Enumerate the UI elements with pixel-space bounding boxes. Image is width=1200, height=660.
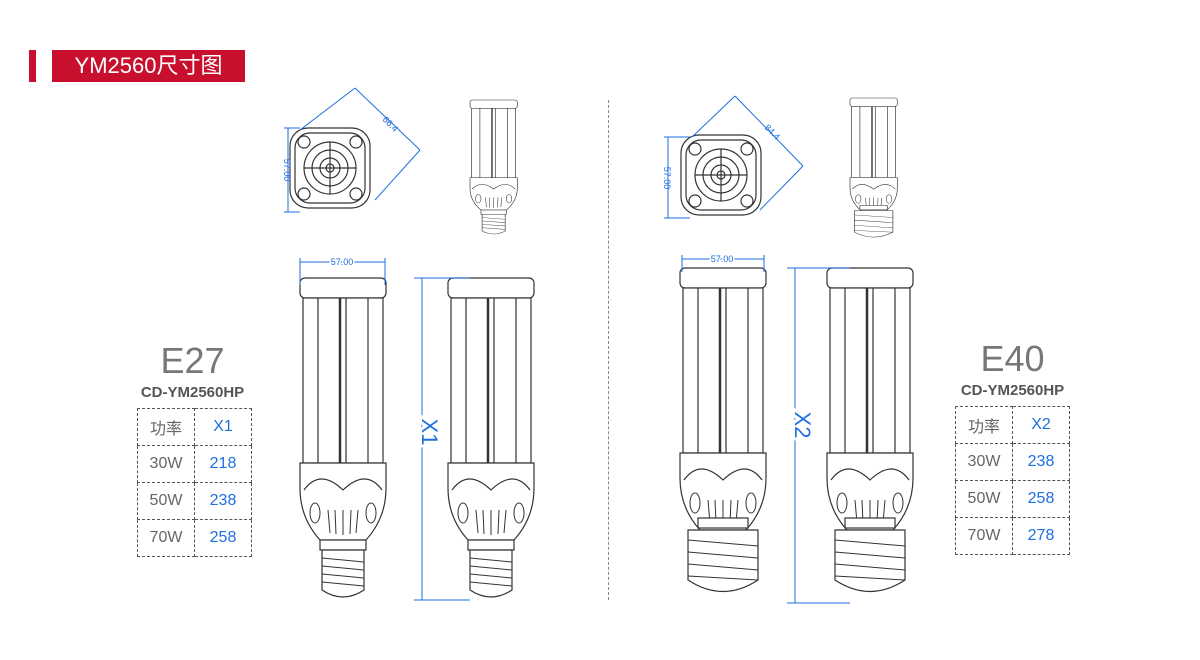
e40-end-view bbox=[680, 134, 762, 216]
cell: 238 bbox=[194, 482, 252, 520]
cell: 278 bbox=[1012, 517, 1070, 555]
e27-perspective-view bbox=[469, 99, 518, 235]
e40-diagonal-dim: 84.4 bbox=[763, 122, 782, 141]
e40-side-dim: 57.00 bbox=[662, 167, 672, 190]
e27-model-name: E27 bbox=[160, 340, 225, 381]
e27-side-view bbox=[446, 276, 536, 598]
e40-dimension-lines bbox=[681, 255, 850, 604]
e27-model-code: CD-YM2560HP bbox=[140, 384, 245, 401]
e40-perspective-view bbox=[849, 97, 898, 238]
e40-front-view bbox=[678, 266, 768, 593]
section-divider bbox=[608, 100, 609, 600]
cell: 258 bbox=[194, 519, 252, 557]
x1-dim-label: X1 bbox=[417, 419, 442, 446]
cell: 50W bbox=[137, 482, 195, 520]
x2-dim-label: X2 bbox=[790, 412, 815, 439]
e27-front-view bbox=[298, 276, 388, 598]
e40-end-dimensions bbox=[664, 95, 804, 219]
e27-width-dim: 57.00 bbox=[331, 257, 354, 267]
e40-model-block: E40 CD-YM2560HP bbox=[940, 338, 1085, 399]
e40-side-view bbox=[825, 266, 915, 593]
e27-diagonal-dim: 66.4 bbox=[381, 114, 400, 133]
page-title: YM2560尺寸图 bbox=[52, 50, 245, 82]
e40-model-code: CD-YM2560HP bbox=[960, 382, 1065, 399]
header-power: 功率 bbox=[137, 408, 195, 446]
e40-width-dim: 57.00 bbox=[711, 254, 734, 264]
e27-end-view bbox=[289, 127, 371, 209]
e40-model-name: E40 bbox=[980, 338, 1045, 379]
cell: 70W bbox=[137, 519, 195, 557]
e27-side-dim: 57.00 bbox=[282, 159, 292, 182]
e27-dimension-lines bbox=[299, 258, 470, 601]
header-x2: X2 bbox=[1012, 406, 1070, 444]
e27-model-block: E27 CD-YM2560HP bbox=[120, 340, 265, 401]
cell: 30W bbox=[137, 445, 195, 483]
e27-end-dimensions bbox=[284, 87, 421, 213]
title-accent-bar bbox=[29, 50, 36, 82]
